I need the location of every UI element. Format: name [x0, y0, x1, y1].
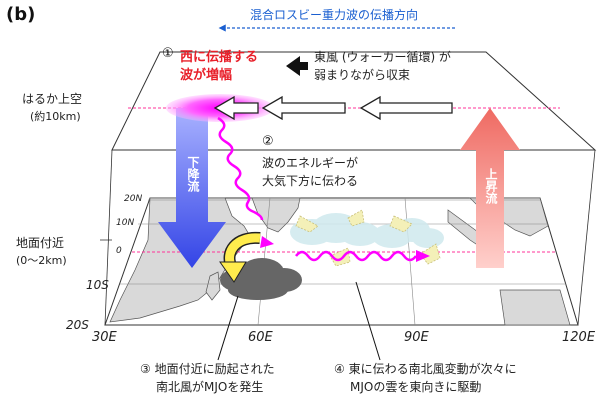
lat-label-20n: 20N: [124, 194, 143, 204]
easterly-arrow-1: [261, 95, 346, 121]
left-connector: [104, 149, 113, 326]
step1-line1: 西に伝播する: [180, 50, 259, 65]
step1-line2: 波が増幅: [180, 68, 233, 83]
lat-label-0: 0: [116, 246, 122, 256]
surface-layer-label-2: (0〜2km): [16, 254, 67, 267]
lon-label-60e: 60E: [248, 330, 273, 345]
step2-line2: 大気下方に伝わる: [262, 174, 359, 188]
step4-caption-line2: MJOの雲を東向きに駆動: [350, 380, 482, 394]
equator-wave: [295, 250, 417, 262]
leader-step3: [217, 295, 239, 361]
leader-step4: [355, 281, 381, 361]
step3-caption-line1: ③ 地面付近に励起された: [140, 362, 275, 376]
easterly-arrow-2: [359, 95, 453, 121]
panel-label: (b): [6, 4, 36, 25]
step2-number: ②: [262, 134, 274, 149]
step3-caption-line2: 南北風がMJOを発生: [156, 380, 264, 394]
lat-label-20s: 20S: [66, 318, 89, 332]
energy-wave-arrow: [217, 116, 264, 221]
step4-caption-line1: ④ 東に伝わる南北風変動が次々に: [334, 362, 517, 376]
downflow-label: 下降流: [186, 156, 200, 192]
upflow-arrow: [460, 108, 520, 268]
madagascar-land: [205, 271, 221, 301]
surface-layer-label-1: 地面付近: [16, 236, 65, 250]
downflow-arrow: [158, 108, 226, 268]
right-connector: [577, 149, 596, 326]
lon-label-120e: 120E: [562, 330, 596, 345]
energy-wave-head: [260, 236, 274, 248]
step2-line1: 波のエネルギーが: [262, 156, 359, 170]
upper-layer-label-1: はるか上空: [22, 92, 83, 106]
lat-label-10s: 10S: [86, 278, 109, 292]
equator-wave-head: [416, 250, 430, 262]
lon-label-90e: 90E: [404, 330, 429, 345]
easterly-line1: 東風 (ウォーカー循環) が: [314, 50, 451, 64]
upper-layer-label-2: (約10km): [30, 110, 81, 123]
step1-number: ①: [162, 46, 174, 61]
easterly-line2: 弱まりながら収束: [314, 68, 411, 82]
mjo-cloud-light: [290, 213, 444, 248]
lat-label-10n: 10N: [116, 218, 135, 228]
convergence-black-arrow: [286, 56, 308, 76]
easterly-arrow-3: [213, 95, 259, 121]
propagation-direction-label: 混合ロスビー重力波の伝播方向: [250, 8, 419, 22]
yellow-arrow-head: [219, 261, 247, 283]
upflow-label: 上昇流: [484, 168, 498, 204]
mjo-cloud-dark: [220, 258, 302, 300]
lon-label-30e: 30E: [92, 330, 117, 345]
meridional-wind-arrows: [295, 209, 441, 267]
australia-land: [499, 289, 571, 326]
